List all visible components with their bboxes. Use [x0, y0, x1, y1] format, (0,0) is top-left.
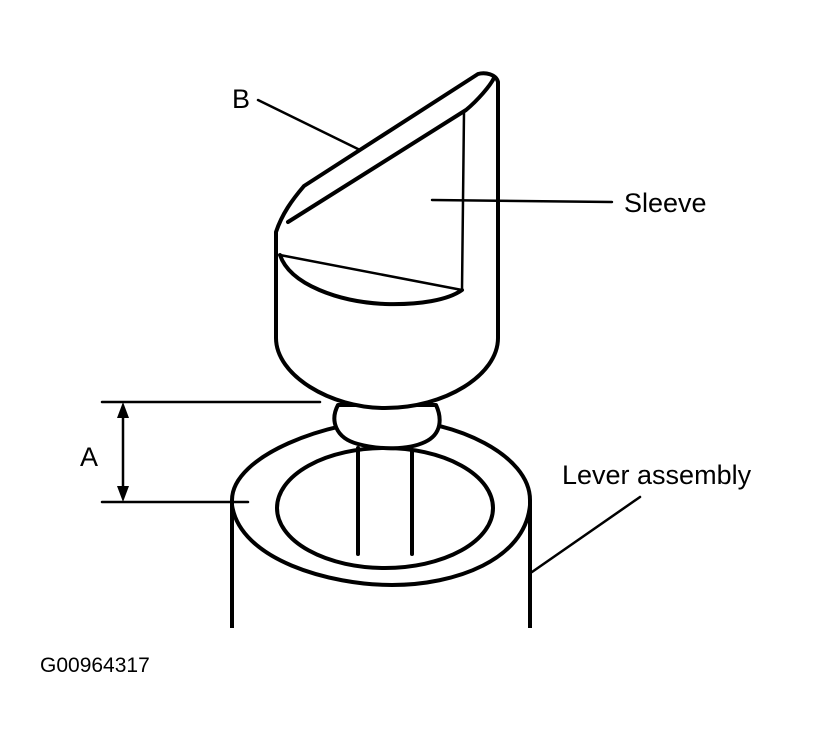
label-a: A — [80, 442, 98, 472]
label-lever-assembly: Lever assembly — [562, 460, 752, 490]
lever-outer-body — [230, 418, 532, 628]
sleeve-cut-curve — [278, 253, 464, 307]
figure-id: G00964317 — [40, 654, 150, 677]
dimension-a-arrow-up — [117, 402, 129, 418]
shaft-collar — [332, 403, 442, 451]
lever-assembly — [230, 418, 532, 628]
dimension-a — [100, 400, 322, 504]
dimension-a-arrow-down — [117, 486, 129, 502]
label-sleeve: Sleeve — [624, 188, 707, 218]
leader-b — [256, 98, 362, 152]
sleeve-cut-chord — [278, 253, 464, 292]
sleeve — [274, 71, 500, 410]
sleeve-body — [274, 71, 500, 410]
shaft — [332, 403, 442, 556]
sleeve-bevel-top — [286, 76, 496, 224]
label-b: B — [232, 84, 250, 114]
leader-lever-assembly — [530, 495, 642, 574]
leader-sleeve — [430, 198, 614, 204]
lever-outer-rim-front — [230, 503, 532, 587]
